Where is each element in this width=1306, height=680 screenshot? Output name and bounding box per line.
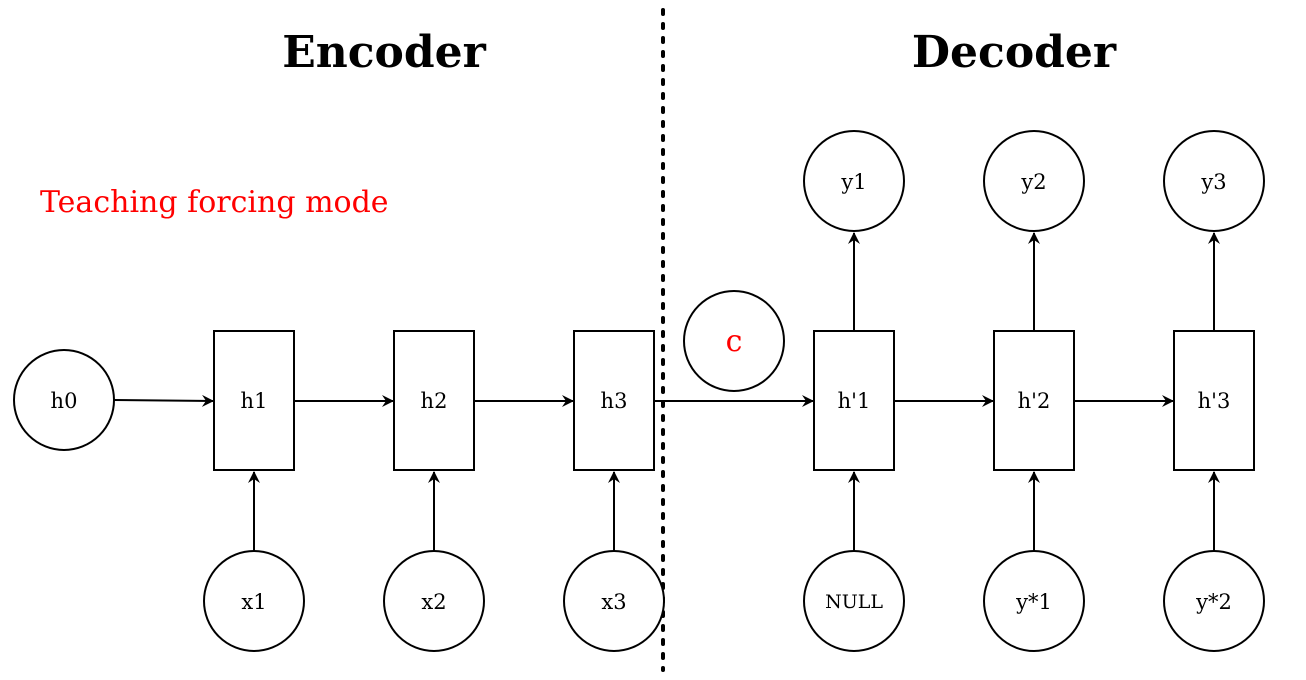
decoder-state-hp3: h'3 bbox=[1173, 330, 1255, 471]
encoder-input-label: x1 bbox=[241, 590, 266, 614]
encoder-input-x2: x2 bbox=[383, 550, 485, 652]
decoder-state-hp2: h'2 bbox=[993, 330, 1075, 471]
decoder-output-y2: y2 bbox=[983, 130, 1085, 232]
encoder-input-label: x3 bbox=[601, 590, 626, 614]
encoder-state-h2: h2 bbox=[393, 330, 475, 471]
decoder-state-label: h'3 bbox=[1198, 389, 1231, 413]
decoder-output-label: y2 bbox=[1020, 170, 1046, 194]
decoder-title: Decoder bbox=[912, 27, 1117, 78]
encoder-state-label: h3 bbox=[601, 389, 628, 413]
encoder-input-x1: x1 bbox=[203, 550, 305, 652]
encoder-state-label: h1 bbox=[241, 389, 268, 413]
decoder-input-label: NULL bbox=[825, 591, 883, 613]
encoder-state-h3: h3 bbox=[573, 330, 655, 471]
encoder-state-label: h2 bbox=[421, 389, 448, 413]
h0-label: h0 bbox=[51, 389, 78, 413]
decoder-state-label: h'1 bbox=[838, 389, 871, 413]
context-node: c bbox=[683, 290, 785, 392]
edges bbox=[113, 232, 1220, 551]
decoder-state-hp1: h'1 bbox=[813, 330, 895, 471]
edge-h0-h1 bbox=[113, 394, 214, 407]
context-label: c bbox=[726, 324, 743, 359]
encoder-state-h1: h1 bbox=[213, 330, 295, 471]
encoder-input-label: x2 bbox=[421, 590, 446, 614]
decoder-input-label: y*2 bbox=[1195, 590, 1232, 614]
h0-node: h0 bbox=[13, 349, 115, 451]
decoder-state-label: h'2 bbox=[1018, 389, 1051, 413]
decoder-output-label: y3 bbox=[1200, 170, 1226, 194]
decoder-output-y1: y1 bbox=[803, 130, 905, 232]
decoder-output-label: y1 bbox=[840, 170, 866, 194]
mode-label: Teaching forcing mode bbox=[40, 185, 389, 220]
encoder-title: Encoder bbox=[282, 27, 486, 78]
decoder-input-null: NULL bbox=[803, 550, 905, 652]
decoder-input-label: y*1 bbox=[1015, 590, 1052, 614]
encoder-input-x3: x3 bbox=[563, 550, 665, 652]
decoder-input-ys1: y*1 bbox=[983, 550, 1085, 652]
decoder-output-y3: y3 bbox=[1163, 130, 1265, 232]
decoder-input-ys2: y*2 bbox=[1163, 550, 1265, 652]
